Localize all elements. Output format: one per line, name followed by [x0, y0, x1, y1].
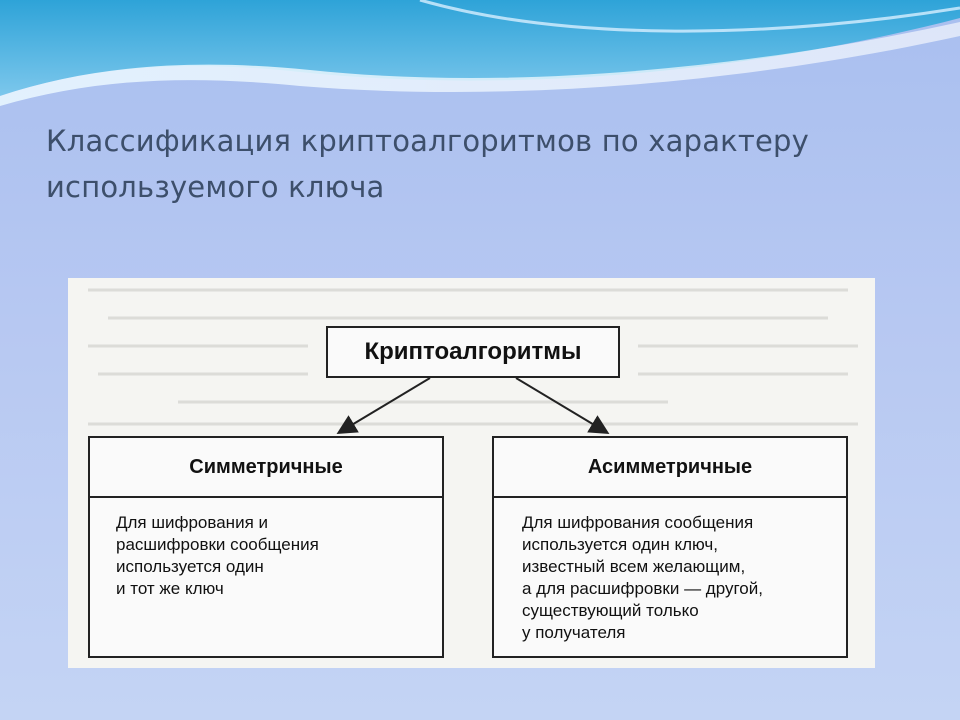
asymmetric-line: используется один ключ, — [522, 535, 718, 554]
connector-arrows — [336, 377, 610, 435]
slide-title: Классификация криптоалгоритмов по характ… — [46, 118, 866, 210]
asymmetric-node: Асимметричные Для шифрования сообщения и… — [492, 436, 848, 658]
asymmetric-line: существующий только — [522, 601, 699, 620]
wave-decoration — [0, 0, 960, 106]
asymmetric-line: а для расшифровки — другой, — [522, 579, 763, 598]
symmetric-node: Симметричные Для шифрования и расшифровк… — [88, 436, 444, 658]
root-node: Криптоалгоритмы — [326, 326, 620, 378]
asymmetric-title: Асимметричные — [494, 438, 846, 498]
wave-thin-line — [419, 0, 960, 33]
wave-top — [0, 0, 960, 96]
symmetric-line: и тот же ключ — [116, 579, 224, 598]
diagram-panel: Криптоалгоритмы Симметричные Для шифрова… — [68, 278, 875, 668]
symmetric-line: Для шифрования и — [116, 513, 268, 532]
symmetric-line: расшифровки сообщения — [116, 535, 319, 554]
asymmetric-description: Для шифрования сообщения используется од… — [494, 498, 846, 644]
arrow-to-symmetric — [336, 377, 431, 435]
asymmetric-line: известный всем желающим, — [522, 557, 746, 576]
asymmetric-line: у получателя — [522, 623, 626, 642]
symmetric-line: используется один — [116, 557, 264, 576]
wave-highlight — [0, 22, 960, 106]
symmetric-title: Симметричные — [90, 438, 442, 498]
slide-title-line-2: используемого ключа — [46, 170, 385, 204]
symmetric-description: Для шифрования и расшифровки сообщения и… — [90, 498, 442, 600]
arrow-to-asymmetric — [515, 377, 610, 435]
faded-background-text — [88, 288, 858, 426]
asymmetric-line: Для шифрования сообщения — [522, 513, 754, 532]
slide-title-line-1: Классификация криптоалгоритмов по характ… — [46, 124, 809, 158]
